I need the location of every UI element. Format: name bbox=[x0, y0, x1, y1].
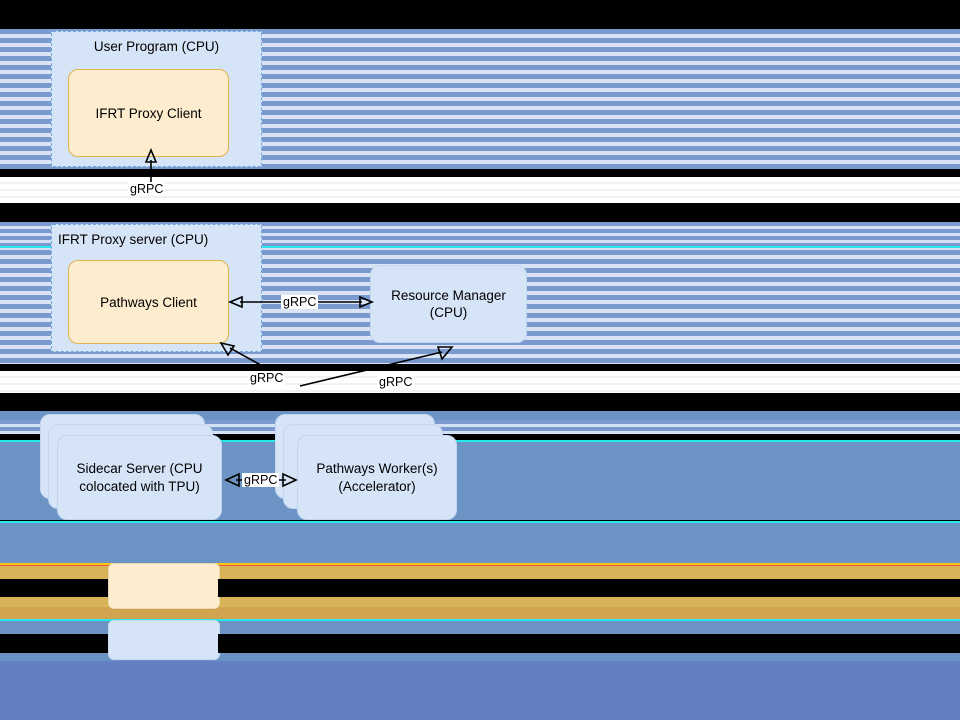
edge-label-sidecar-to-worker: gRPC bbox=[242, 473, 280, 487]
pathways-client-box[interactable]: Pathways Client bbox=[68, 260, 229, 344]
user-program-label: User Program (CPU) bbox=[93, 39, 220, 54]
artifact-stripe-band-4 bbox=[0, 420, 960, 434]
artifact-cyan-line-4 bbox=[0, 619, 960, 621]
artifact-solid-blue-4 bbox=[0, 621, 960, 634]
artifact-solid-blue-3 bbox=[0, 523, 960, 563]
artifact-black-band-5 bbox=[0, 393, 960, 411]
artifact-red-line-1 bbox=[0, 564, 960, 566]
artifact-solid-blue-1 bbox=[0, 411, 960, 420]
pathways-worker-label-line1: Pathways Worker(s) bbox=[316, 461, 438, 477]
ifrt-proxy-client-label: IFRT Proxy Client bbox=[95, 105, 202, 121]
pathways-worker-box[interactable]: Pathways Worker(s) (Accelerator) bbox=[297, 435, 457, 520]
ifrt-proxy-client-box[interactable]: IFRT Proxy Client bbox=[68, 69, 229, 157]
resource-manager-label-line2: (CPU) bbox=[429, 305, 468, 320]
resource-manager-label-line1: Resource Manager bbox=[391, 287, 506, 303]
artifact-gold-band-3 bbox=[0, 607, 960, 619]
artifact-cyan-line-3 bbox=[0, 521, 960, 523]
artifact-black-band-3 bbox=[0, 203, 960, 222]
artifact-solid-blue-6 bbox=[0, 661, 960, 720]
edge-label-rm-to-pathways-client: gRPC bbox=[281, 295, 319, 309]
legend-swatch-yellow bbox=[108, 563, 220, 609]
artifact-black-band-top bbox=[0, 0, 960, 29]
sidecar-server-box[interactable]: Sidecar Server (CPU colocated with TPU) bbox=[57, 435, 222, 520]
ifrt-proxy-server-label: IFRT Proxy server (CPU) bbox=[58, 232, 209, 247]
pathways-worker-label-line2: (Accelerator) bbox=[338, 478, 416, 494]
artifact-cyan-line-1 bbox=[0, 246, 960, 248]
artifact-solid-blue-5 bbox=[0, 653, 960, 661]
sidecar-server-label-line2: colocated with TPU) bbox=[79, 478, 200, 494]
legend-swatch-blue bbox=[108, 620, 220, 660]
redaction-bar-legend-1 bbox=[0, 579, 108, 597]
pathways-client-label: Pathways Client bbox=[100, 294, 197, 310]
resource-manager-box[interactable]: Resource Manager (CPU) bbox=[370, 265, 527, 343]
redaction-bar-right-1 bbox=[262, 364, 960, 371]
edge-label-sidecar-to-pathways-client: gRPC bbox=[248, 371, 286, 385]
edge-label-client-to-server: gRPC bbox=[128, 182, 166, 196]
redaction-bar-legend-2 bbox=[218, 579, 960, 597]
edge-label-worker-to-rm: gRPC bbox=[377, 375, 415, 389]
artifact-black-band-2 bbox=[0, 169, 960, 177]
artifact-white-band-2 bbox=[0, 371, 960, 393]
artifact-cyan-line-2 bbox=[0, 440, 960, 442]
sidecar-server-label-line1: Sidecar Server (CPU bbox=[76, 461, 203, 477]
artifact-gold-band-1 bbox=[0, 565, 960, 580]
redaction-bar-legend-4 bbox=[218, 634, 960, 653]
redaction-bar-legend-3 bbox=[0, 634, 108, 653]
artifact-yellow-line-1 bbox=[0, 563, 960, 565]
artifact-gold-band-2 bbox=[0, 597, 960, 607]
